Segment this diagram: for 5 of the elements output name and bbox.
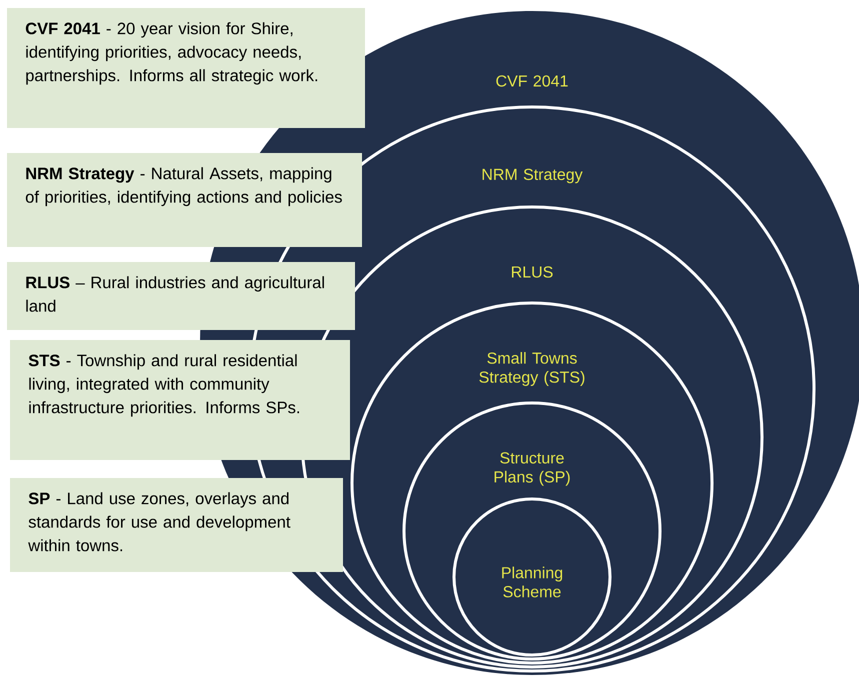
description-box: NRM Strategy - Natural Assets, mapping of priorities, identifying actions and policies — [7, 153, 362, 247]
description-box: CVF 2041 - 20 year vision for Shire, identifying priorities, advocacy needs, partnerships. Informs all strategic work. — [7, 8, 365, 128]
description-box: RLUS – Rural industries and agricultural land — [7, 262, 355, 330]
description-box: STS - Township and rural residential living, integrated with community infrastructure priorities. Informs SPs. — [10, 340, 350, 460]
description-box: SP - Land use zones, overlays and standards for use and development within towns. — [10, 478, 343, 572]
